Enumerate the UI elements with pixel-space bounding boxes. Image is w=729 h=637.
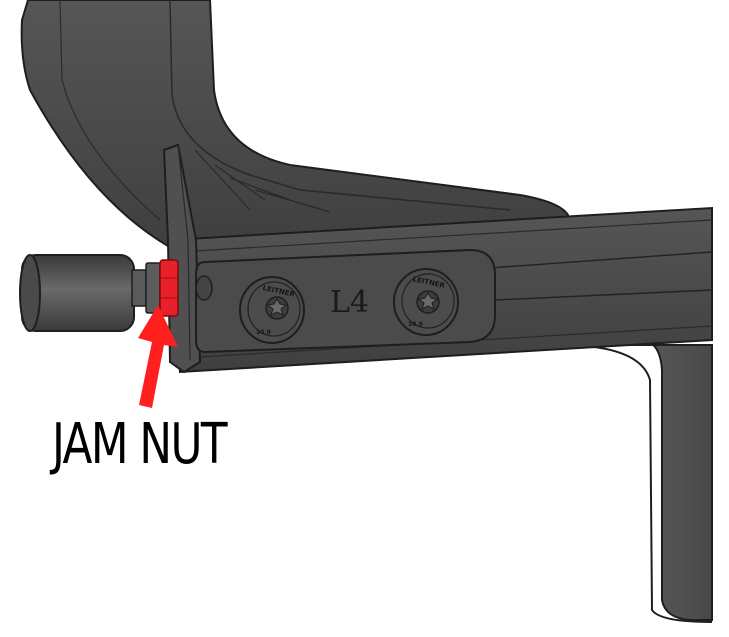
upper-bracket-rib [59,0,161,221]
callout-arrow [138,305,178,408]
callout-label: JAM NUT [52,412,228,477]
rail-groove-top [489,251,713,269]
rail-groove-bottom [494,289,713,301]
knob-end-face [19,254,41,332]
jam-nut [145,259,179,317]
rail-top-edge [177,219,713,253]
end-plate-edge [177,144,191,361]
bolt-left [239,276,305,344]
bolt-right-grade: 10.9 [408,321,423,328]
leg-curve [559,344,713,623]
stud-boss [195,275,213,301]
bolt-right [393,268,459,336]
side-marking: L4 [330,285,369,320]
upper-bracket-inner-edge [169,0,511,211]
upper-bracket [20,0,570,252]
bracket-web-lines [194,149,331,213]
threaded-stud [131,269,147,307]
bolt-left-grade: 10.9 [256,329,271,336]
